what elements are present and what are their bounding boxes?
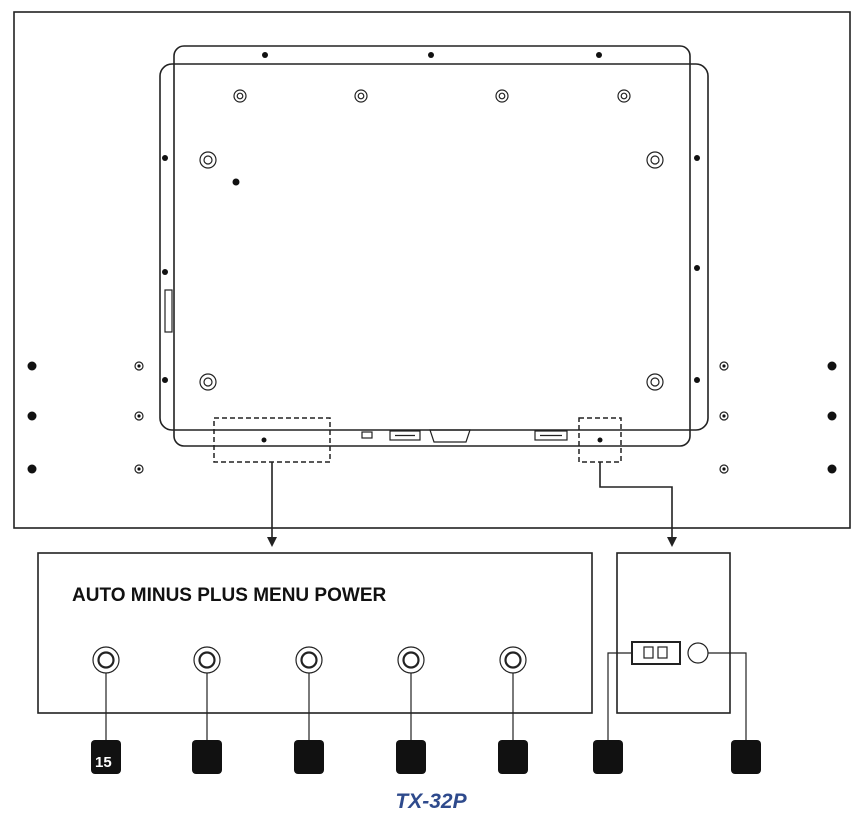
callout-tag — [593, 740, 623, 774]
button-labels: AUTO MINUS PLUS MENU POWER — [72, 585, 386, 606]
callout-tag — [396, 740, 426, 774]
power-switch — [631, 641, 681, 665]
callout-tag — [192, 740, 222, 774]
callout-tag — [294, 740, 324, 774]
top-edge-holes — [262, 52, 602, 58]
button-panel-detail — [37, 552, 593, 714]
callout-tag — [91, 740, 121, 774]
callout-tag — [731, 740, 761, 774]
button-panel-callout-box — [213, 417, 331, 463]
callout-tag — [498, 740, 528, 774]
screw-hole-icon — [199, 89, 664, 391]
callout-tags: 15 — [91, 740, 761, 774]
power-panel-detail — [616, 552, 731, 714]
monitor-back-housing — [159, 45, 709, 447]
callout-leaders — [105, 652, 747, 742]
bezel-mounting-holes — [27, 361, 837, 474]
led-icon — [687, 642, 709, 664]
model-caption: TX-32P — [395, 790, 467, 813]
arrow-down-icon — [267, 462, 677, 547]
button-icon — [92, 646, 527, 674]
outer-frame — [13, 11, 851, 529]
callout-tag-label: 15 — [95, 754, 112, 771]
io-connectors — [361, 429, 568, 443]
button-panel-tiny-marks — [261, 437, 267, 443]
side-edge-holes — [162, 155, 700, 383]
